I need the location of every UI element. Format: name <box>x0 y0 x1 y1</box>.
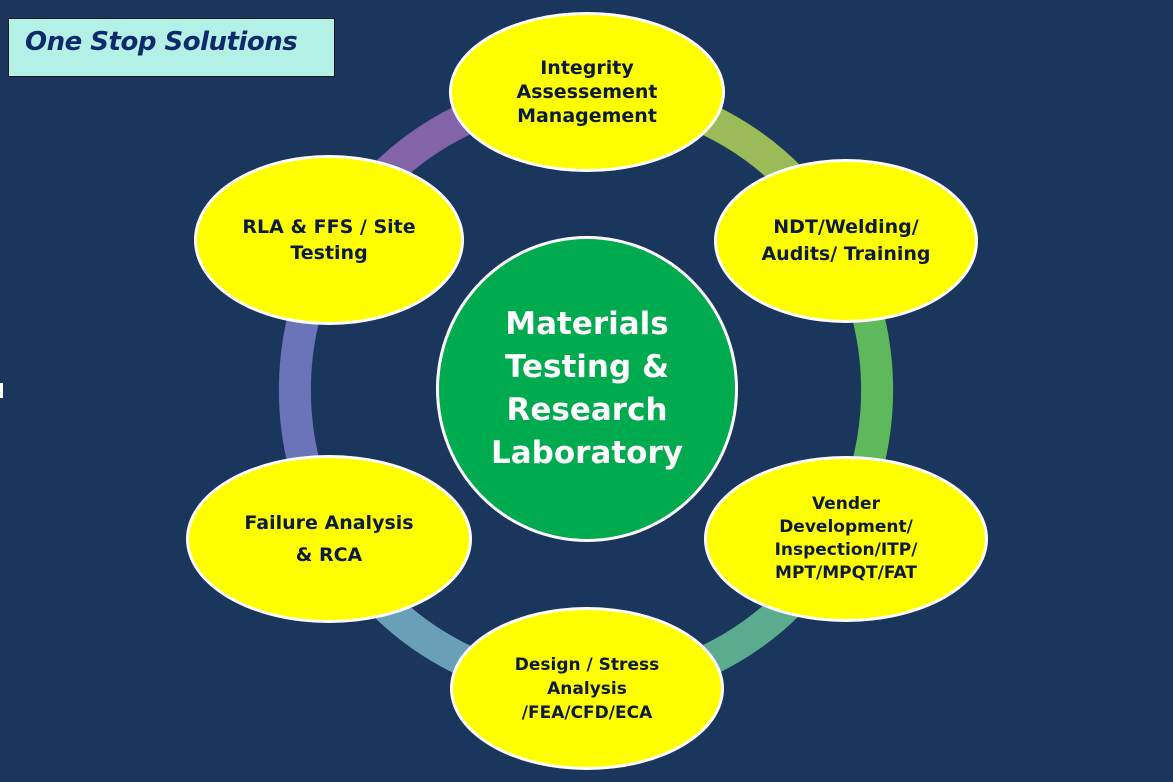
edge-marker <box>0 383 3 398</box>
node-rla-line-1: RLA & FFS / Site <box>242 216 416 238</box>
node-design-line-3: /FEA/CFD/ECA <box>521 702 653 723</box>
node-rla-line-2: Testing <box>290 242 368 264</box>
node-integrity: Integrity Assessement Management <box>449 12 725 172</box>
center-line-3: Research <box>506 392 668 428</box>
node-integrity-line-1: Integrity <box>540 57 634 79</box>
node-integrity-line-3: Management <box>517 105 657 127</box>
node-failure-line-1: Failure Analysis <box>244 512 414 534</box>
node-design-line-2: Analysis <box>547 678 627 699</box>
node-ndt-line-1: NDT/Welding/ <box>773 216 919 238</box>
node-design: Design / Stress Analysis /FEA/CFD/ECA <box>450 607 724 770</box>
node-failure: Failure Analysis & RCA <box>186 455 472 623</box>
center-node: Materials Testing & Research Laboratory <box>436 236 738 542</box>
node-vender-line-1: Vender <box>812 494 880 514</box>
node-design-line-1: Design / Stress <box>514 654 660 675</box>
node-vender-line-2: Development/ <box>779 517 913 537</box>
node-vender-line-3: Inspection/ITP/ <box>774 540 918 560</box>
node-vender: Vender Development/ Inspection/ITP/ MPT/… <box>704 456 988 622</box>
title-box: One Stop Solutions <box>8 18 335 77</box>
node-ndt-line-2: Audits/ Training <box>761 243 931 265</box>
node-ndt: NDT/Welding/ Audits/ Training <box>714 159 978 323</box>
node-failure-line-2: & RCA <box>295 544 363 566</box>
node-rla: RLA & FFS / Site Testing <box>194 155 464 325</box>
title-text: One Stop Solutions <box>25 27 298 57</box>
center-line-1: Materials <box>505 306 669 342</box>
center-line-2: Testing & <box>504 349 670 385</box>
node-vender-line-4: MPT/MPQT/FAT <box>775 563 917 583</box>
center-line-4: Laboratory <box>491 435 683 471</box>
node-integrity-line-2: Assessement <box>516 81 658 103</box>
